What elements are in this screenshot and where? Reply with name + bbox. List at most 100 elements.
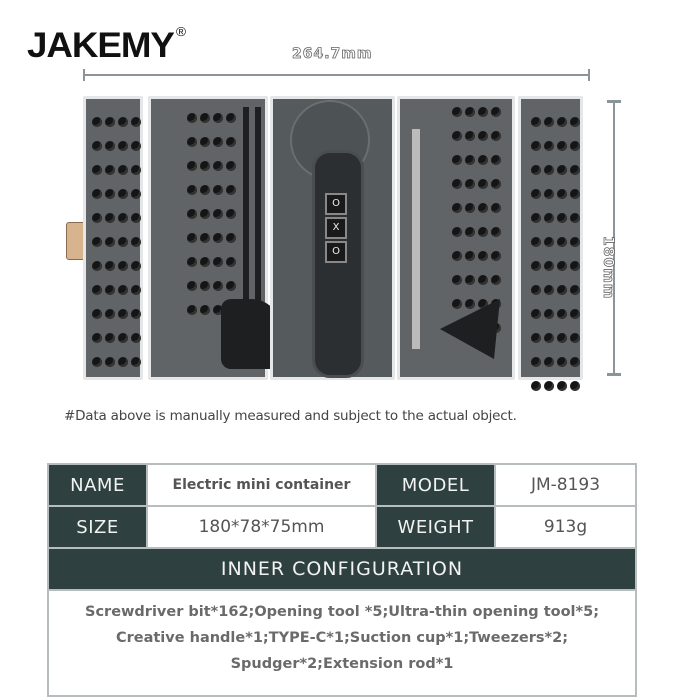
screwdriver-bit [187,185,197,195]
screwdriver-bit [92,357,102,367]
bit-label [544,203,554,209]
screwdriver-bit [570,165,580,175]
bit-label [452,313,462,319]
screwdriver-bit [200,281,210,291]
bit-label [105,323,115,329]
weight-value: 913g [494,505,637,549]
bit-label [557,275,567,281]
screwdriver-bit [213,233,223,243]
bit-label [452,241,462,247]
screwdriver-bit [213,305,223,315]
screwdriver-bit [92,117,102,127]
bit-label [478,193,488,199]
bit-label [105,347,115,353]
screwdriver-bit [465,299,475,309]
screwdriver-bit [118,309,128,319]
screwdriver-bit [544,189,554,199]
screwdriver-bit [465,251,475,261]
extension-rod [412,129,420,349]
bit-label [118,203,128,209]
screwdriver-bit [131,165,141,175]
screwdriver-bit [531,309,541,319]
tweezers [255,107,261,327]
bit-label [465,265,475,271]
screwdriver-bit [570,309,580,319]
name-value: Electric mini container [146,463,377,507]
bit-label [531,395,541,401]
screwdriver-bit [105,237,115,247]
screwdriver-bit [200,209,210,219]
screwdriver-bit [491,227,501,237]
screwdriver-bit [118,237,128,247]
tweezers [243,107,249,307]
screwdriver-bit [557,333,567,343]
inner-configuration-header: INNER CONFIGURATION [47,547,637,591]
screwdriver-bit [105,213,115,223]
screwdriver-bit [92,189,102,199]
screwdriver-bit [491,107,501,117]
bit-label [531,203,541,209]
bit-label [92,347,102,353]
registered-mark: ® [175,24,186,40]
screwdriver-bit [92,141,102,151]
width-dimension-label: 264.7mm [292,46,373,63]
screwdriver-bit [118,213,128,223]
screwdriver-bit [226,113,236,123]
screwdriver-bit [105,165,115,175]
spec-table: NAME Electric mini container MODEL JM-81… [47,463,637,697]
screwdriver-bit [226,233,236,243]
bit-label [213,199,223,205]
screwdriver-bit [452,275,462,285]
bit-label [570,347,580,353]
bit-label [465,145,475,151]
screwdriver-bit [452,203,462,213]
bit-label [118,347,128,353]
screwdriver-bit [187,257,197,267]
bit-label [491,169,501,175]
bit-label [465,217,475,223]
screwdriver-bit [557,381,567,391]
screwdriver-bit [544,117,554,127]
screwdriver-bit [131,309,141,319]
screwdriver-bit [531,213,541,223]
model-key: MODEL [375,463,496,507]
screwdriver-bit [213,113,223,123]
screwdriver-bit [570,357,580,367]
screwdriver-bit [570,285,580,295]
screwdriver-bit [118,357,128,367]
bit-label [187,127,197,133]
table-row: Screwdriver bit*162;Opening tool *5;Ultr… [47,589,637,697]
screwdriver-bit [557,309,567,319]
screwdriver-bit [452,107,462,117]
bit-label [452,193,462,199]
bit-label [557,299,567,305]
handle-button: O [325,193,347,215]
bit-label [105,131,115,137]
screwdriver-bit [531,333,541,343]
bit-label [478,169,488,175]
bit-label [531,275,541,281]
bit-label [557,395,567,401]
screwdriver-bit [452,251,462,261]
bit-label [118,251,128,257]
bit-label [531,251,541,257]
bit-label [531,299,541,305]
screwdriver-bit [570,237,580,247]
bit-label [570,395,580,401]
bit-label [452,169,462,175]
screwdriver-bit [570,189,580,199]
bit-label [105,371,115,377]
screwdriver-bit [187,113,197,123]
screwdriver-bit [544,141,554,151]
screwdriver-bit [200,305,210,315]
screwdriver-bit [570,333,580,343]
bit-label [557,203,567,209]
inner-configuration-body: Screwdriver bit*162;Opening tool *5;Ultr… [47,589,637,697]
bit-label [491,193,501,199]
bit-label [200,223,210,229]
screwdriver-bit [226,137,236,147]
bit-label [557,251,567,257]
screwdriver-bit [226,209,236,219]
screwdriver-bit [531,237,541,247]
bit-label [92,275,102,281]
